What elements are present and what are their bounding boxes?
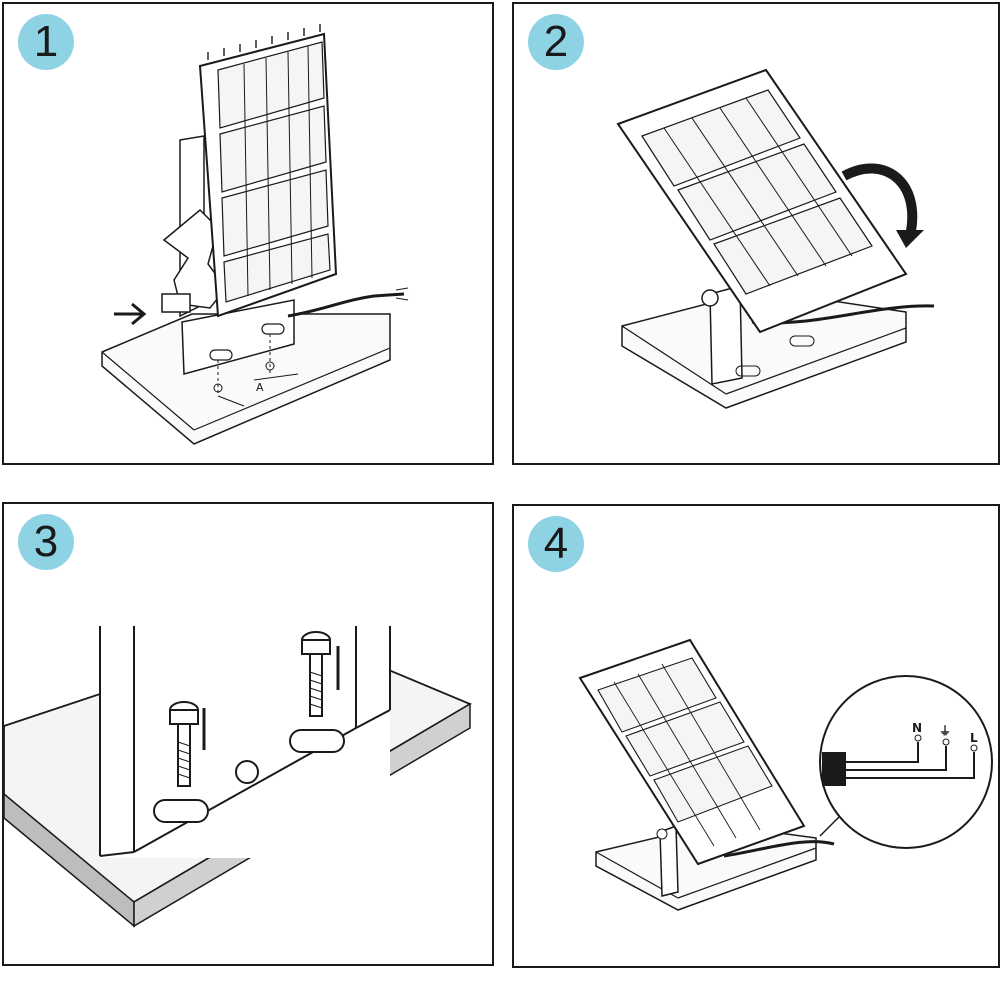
bracket-foot-edge <box>355 709 391 729</box>
step-1-badge: 1 <box>18 14 74 70</box>
terminal-earth <box>942 738 950 746</box>
wire-neutral <box>846 742 919 763</box>
base-plate <box>101 313 391 445</box>
center-hole <box>235 760 259 784</box>
step-2-badge: 2 <box>528 14 584 70</box>
slot-hole <box>289 729 345 753</box>
led-module <box>223 233 331 303</box>
led-grid <box>243 45 313 297</box>
dimension-line <box>217 395 245 407</box>
label-live: L <box>970 731 978 745</box>
terminal-live <box>970 744 978 752</box>
base-plate-edge <box>193 347 391 431</box>
cable-sleeve <box>822 752 846 786</box>
drill-mark <box>265 361 275 371</box>
step-1-panel: 1 A <box>2 2 494 465</box>
led-module <box>625 701 745 777</box>
step-3-panel: 3 <box>2 502 494 966</box>
step-4-panel: 4 N ⏚ L <box>512 504 1000 968</box>
led-grid <box>663 97 853 287</box>
dimension-label: A <box>256 381 264 394</box>
step-4-illustration: N ⏚ L <box>578 638 993 911</box>
led-module <box>597 657 717 733</box>
step-2-panel: 2 <box>512 2 1000 465</box>
wire-earth <box>846 746 947 771</box>
drill-mark <box>213 383 223 393</box>
bracket-foot-edge <box>99 851 135 857</box>
base-plate-edge <box>725 327 907 395</box>
slot-hole <box>789 335 815 347</box>
led-module <box>641 89 801 187</box>
pivot-knob <box>656 828 668 840</box>
slot-hole <box>261 323 285 335</box>
step-4-badge: 4 <box>528 516 584 572</box>
bracket-tab <box>161 293 191 313</box>
earth-icon: ⏚ <box>939 724 951 738</box>
step-3-badge: 3 <box>18 514 74 570</box>
bolt-right <box>301 631 340 717</box>
step-1-illustration: A <box>101 24 409 445</box>
power-cable <box>723 840 835 858</box>
rotation-arrow <box>841 163 918 238</box>
cable-wire-end <box>395 287 409 291</box>
cable-wire-end <box>395 297 409 301</box>
step-3-illustration <box>4 626 473 928</box>
base-plate-edge <box>677 847 817 899</box>
pivot-knob <box>701 289 719 307</box>
slot-hole <box>153 799 209 823</box>
base-plate-edge <box>101 351 195 431</box>
base-plate-edge <box>621 325 727 395</box>
led-module <box>221 169 329 257</box>
label-neutral: N <box>912 721 922 735</box>
heat-sink-fins <box>207 24 321 60</box>
arrow-head-icon <box>131 302 147 326</box>
slot-hole <box>209 349 233 361</box>
dimension-line <box>253 373 299 381</box>
terminal-neutral <box>914 734 922 742</box>
led-module <box>713 197 873 295</box>
led-grid <box>613 663 761 847</box>
led-module <box>677 143 837 241</box>
bolt-left <box>169 701 206 787</box>
rotation-arrow-head-icon <box>896 230 924 248</box>
bracket-body <box>100 626 390 858</box>
power-cable <box>287 292 405 318</box>
slot-hole <box>735 365 761 377</box>
step-2-illustration <box>616 68 935 409</box>
bracket-stand <box>659 824 679 897</box>
wire-live <box>846 752 975 779</box>
